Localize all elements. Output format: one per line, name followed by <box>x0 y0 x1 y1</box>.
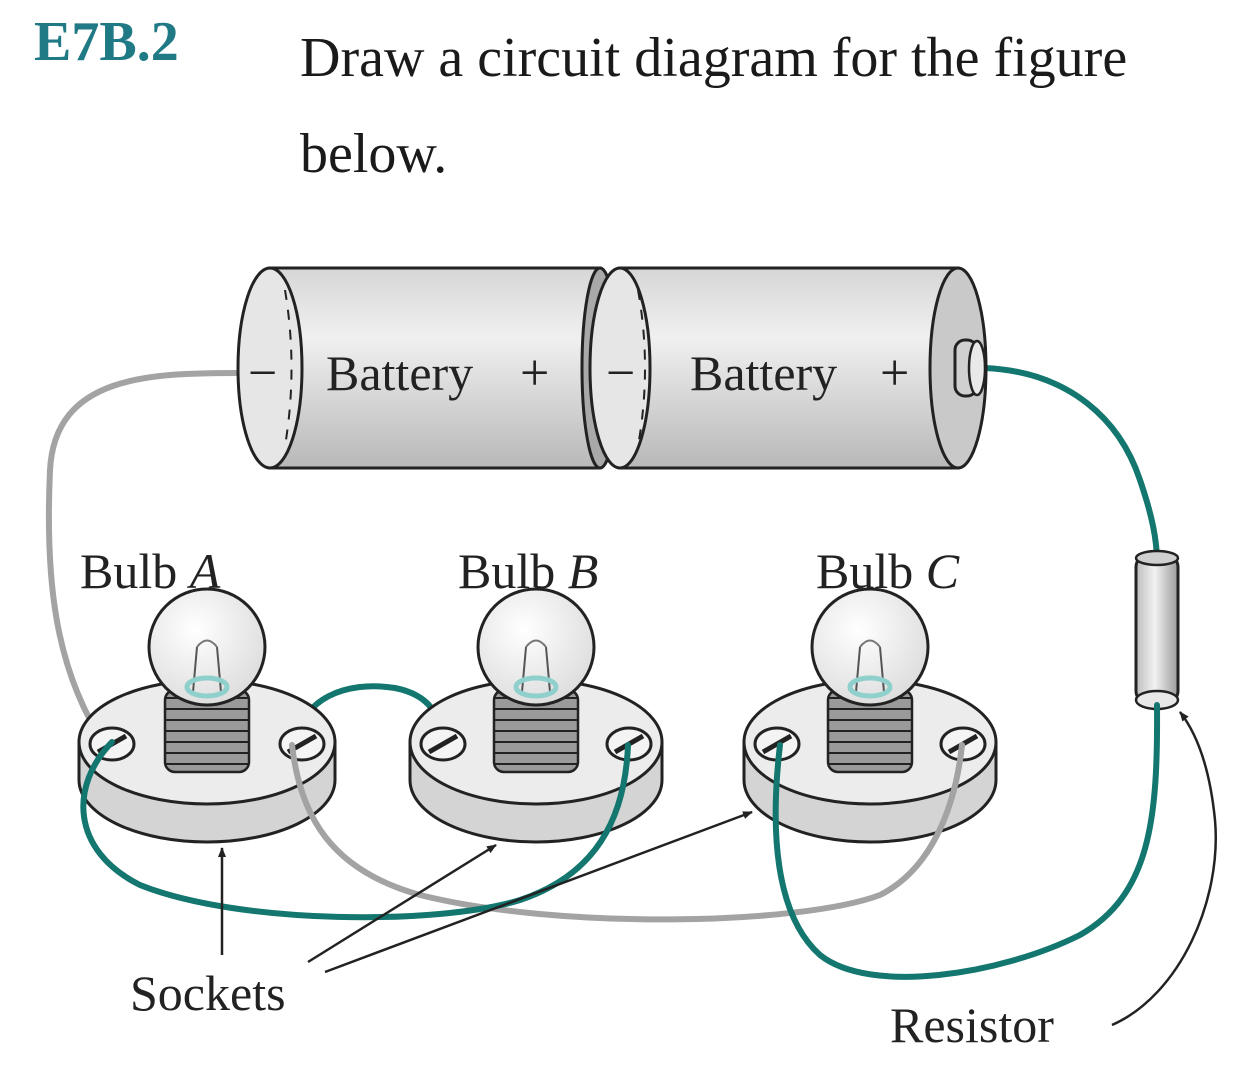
arrow-to-resistor <box>1111 711 1217 1027</box>
bulb-c-globe <box>810 587 930 707</box>
battery-2: − Battery + <box>588 266 988 470</box>
screw-c-left <box>753 726 801 762</box>
bulb-a-globe <box>147 587 267 707</box>
wire-bulb-c-to-resistor <box>772 702 1161 980</box>
battery-2-plus: + <box>880 345 909 402</box>
problem-prompt: Draw a circuit diagram for the figure be… <box>300 27 1128 185</box>
arrow-to-socket-c <box>324 810 753 974</box>
battery-2-label: Battery <box>690 345 837 401</box>
bulb-c-base <box>826 688 914 774</box>
socket-b <box>408 587 664 844</box>
problem-number: E7B.2 <box>34 11 179 73</box>
battery-2-minus: − <box>606 345 635 402</box>
wire-battery-plus-to-resistor <box>982 365 1160 565</box>
bulb-a-label: Bulb A <box>80 543 221 599</box>
bulb-b-globe <box>476 587 596 707</box>
arrow-to-socket-b <box>307 843 497 964</box>
wire-bulb-a-to-bulb-b-return <box>80 739 631 921</box>
wires-front <box>80 702 1161 980</box>
sockets-group <box>77 587 998 844</box>
socket-c <box>742 587 998 844</box>
resistor <box>1134 549 1180 711</box>
callouts <box>218 711 1217 1027</box>
sockets-label: Sockets <box>130 965 286 1021</box>
screw-b-left <box>419 726 467 762</box>
socket-a <box>77 587 337 844</box>
battery-1: − Battery + <box>236 266 620 470</box>
battery-1-minus: − <box>248 345 277 402</box>
battery-1-label: Battery <box>326 345 473 401</box>
wire-bulb-a-to-bulb-c <box>289 742 965 923</box>
battery-1-plus: + <box>520 345 549 402</box>
resistor-label: Resistor <box>890 997 1054 1053</box>
wire-battery-minus-to-bulb-a <box>45 370 243 748</box>
screw-a-right <box>278 726 326 762</box>
bulb-a-base <box>163 688 251 774</box>
bulb-c-label: Bulb C <box>816 543 960 599</box>
